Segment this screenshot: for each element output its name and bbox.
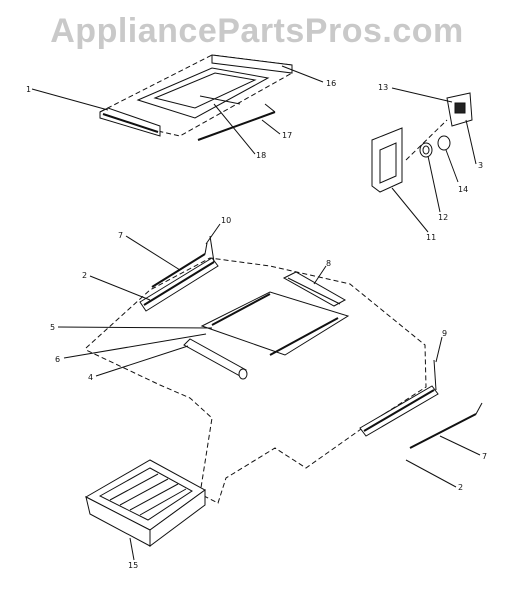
callout-15: 15 — [128, 561, 138, 570]
callout-8: 8 — [326, 259, 331, 268]
callout-3: 3 — [478, 161, 483, 170]
callout-7-lower: 7 — [482, 452, 487, 461]
callout-2-upper: 2 — [82, 271, 87, 280]
slide-7-upper — [151, 253, 206, 288]
leader-lines — [31, 65, 481, 561]
cover-glass-insert — [200, 291, 350, 356]
shelf-frame-assembly — [99, 54, 293, 141]
knob-12 — [419, 142, 433, 158]
crisper-drawer — [84, 459, 206, 547]
callout-6: 6 — [55, 355, 60, 364]
callout-14: 14 — [458, 185, 468, 194]
shelf-side-rail — [197, 111, 276, 141]
trim-8 — [282, 271, 347, 307]
callout-2-lower: 2 — [458, 483, 463, 492]
callout-1: 1 — [26, 85, 31, 94]
watermark: AppliancePartsPros.com — [50, 12, 464, 50]
crisper-cover-assembly — [85, 235, 483, 504]
callout-13: 13 — [378, 83, 388, 92]
callout-18: 18 — [256, 151, 266, 160]
callout-labels: 1 16 17 18 13 3 14 12 11 10 7 2 8 5 6 4 … — [26, 79, 487, 570]
callout-9: 9 — [442, 329, 447, 338]
cover-dashed-outline — [85, 257, 427, 504]
callout-16: 16 — [326, 79, 336, 88]
shelf-glass-panel — [136, 67, 270, 119]
callout-10: 10 — [221, 216, 231, 225]
callout-7-upper: 7 — [118, 231, 123, 240]
callout-12: 12 — [438, 213, 448, 222]
shelf-rear-bracket — [211, 54, 293, 74]
front-rail-4 — [183, 338, 247, 377]
slide-7-lower — [409, 413, 477, 449]
callout-17: 17 — [282, 131, 292, 140]
knob-14 — [437, 135, 451, 151]
control-housing — [371, 127, 403, 193]
control-housing-assembly — [371, 92, 473, 193]
callout-5: 5 — [50, 323, 55, 332]
callout-11: 11 — [426, 233, 436, 242]
callout-4: 4 — [88, 373, 93, 382]
